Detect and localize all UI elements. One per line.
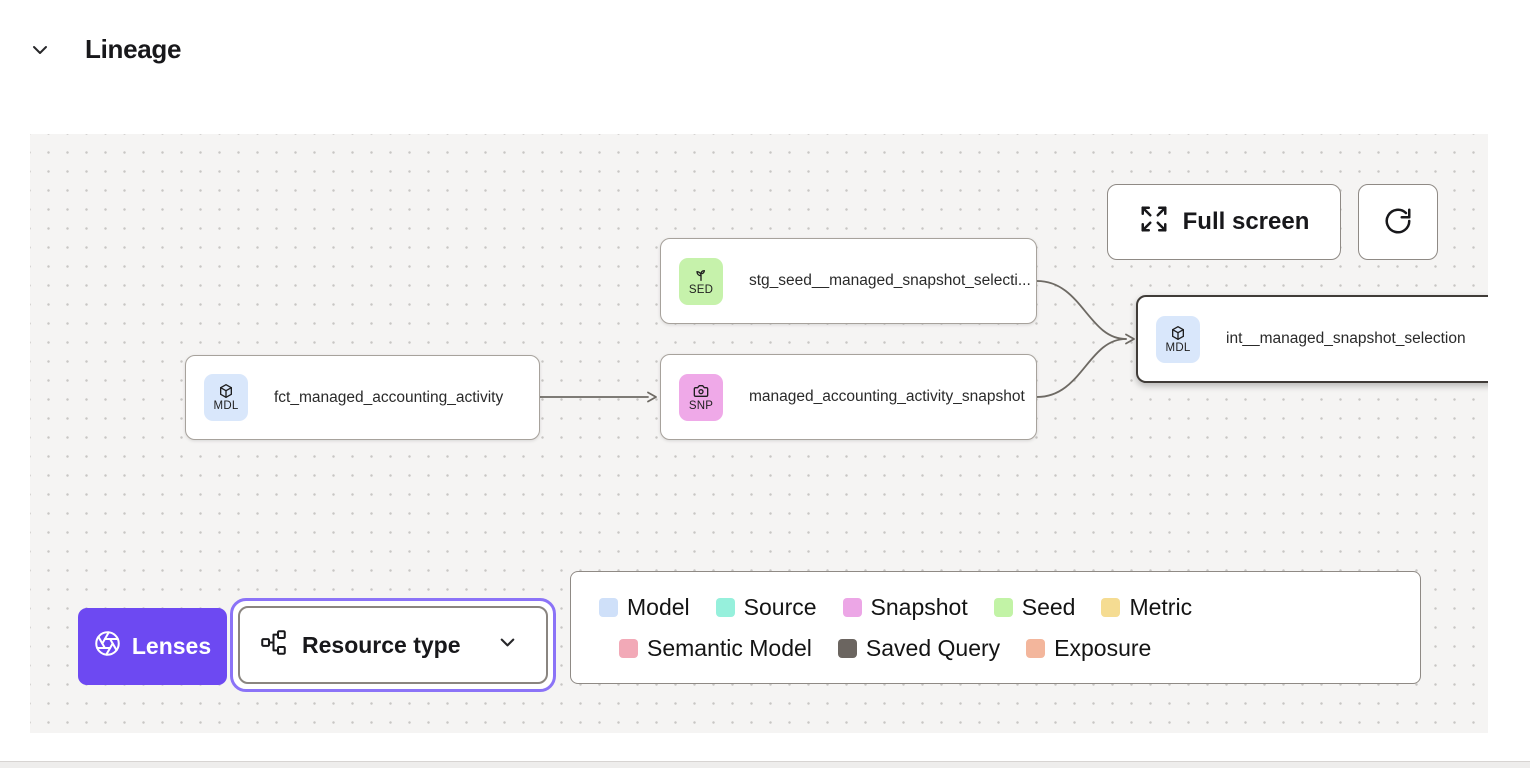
metric-swatch (1101, 598, 1120, 617)
lineage-section-header: Lineage (0, 0, 1530, 100)
chevron-down-icon[interactable] (28, 38, 52, 62)
snapshot-badge: SNP (679, 374, 723, 421)
legend-item-semantic-model: Semantic Model (619, 635, 812, 662)
full-screen-label: Full screen (1183, 208, 1310, 236)
aperture-icon (94, 630, 121, 663)
badge-code: SED (689, 284, 713, 296)
cube-icon (1170, 325, 1186, 341)
hierarchy-icon (260, 629, 287, 662)
legend-row-1: Model Source Snapshot Seed Metric (599, 594, 1392, 621)
badge-code: MDL (214, 400, 239, 412)
legend-item-exposure: Exposure (1026, 635, 1151, 662)
cube-icon (218, 383, 234, 399)
resource-type-dropdown[interactable]: Resource type (238, 606, 548, 684)
node-label: int__managed_snapshot_selection (1226, 330, 1466, 348)
lineage-node-snapshot[interactable]: SNP managed_accounting_activity_snapshot (660, 354, 1037, 440)
refresh-button[interactable] (1358, 184, 1438, 260)
model-badge: MDL (1156, 316, 1200, 363)
seed-swatch (994, 598, 1013, 617)
legend-item-seed: Seed (994, 594, 1076, 621)
legend-item-source: Source (716, 594, 817, 621)
resource-type-focus-ring: Resource type (230, 598, 556, 692)
lineage-canvas[interactable]: Full screen SED stg_seed__managed_snapsh… (30, 134, 1488, 733)
node-label: fct_managed_accounting_activity (274, 389, 503, 407)
chevron-down-icon (496, 631, 519, 660)
full-screen-button[interactable]: Full screen (1107, 184, 1341, 260)
saved-query-swatch (838, 639, 857, 658)
lineage-node-seed[interactable]: SED stg_seed__managed_snapshot_selecti..… (660, 238, 1037, 324)
bottom-divider (0, 761, 1530, 768)
sprout-icon (693, 267, 709, 283)
lenses-button[interactable]: Lenses (78, 608, 227, 685)
lineage-node-fct-model[interactable]: MDL fct_managed_accounting_activity (185, 355, 540, 440)
node-label: managed_accounting_activity_snapshot (749, 388, 1025, 406)
snapshot-swatch (843, 598, 862, 617)
resource-type-legend: Model Source Snapshot Seed Metric Semant… (570, 571, 1421, 684)
semantic-model-swatch (619, 639, 638, 658)
model-swatch (599, 598, 618, 617)
legend-item-metric: Metric (1101, 594, 1192, 621)
lineage-node-int-model-selected[interactable]: MDL int__managed_snapshot_selection (1136, 295, 1488, 383)
legend-item-saved-query: Saved Query (838, 635, 1000, 662)
legend-item-snapshot: Snapshot (843, 594, 968, 621)
legend-item-model: Model (599, 594, 690, 621)
model-badge: MDL (204, 374, 248, 421)
camera-icon (693, 383, 709, 399)
node-label: stg_seed__managed_snapshot_selecti... (749, 272, 1031, 290)
badge-code: MDL (1166, 342, 1191, 354)
lenses-label: Lenses (132, 633, 211, 660)
resource-type-label: Resource type (302, 632, 461, 659)
page-title: Lineage (85, 34, 181, 65)
expand-icon (1139, 204, 1169, 241)
source-swatch (716, 598, 735, 617)
exposure-swatch (1026, 639, 1045, 658)
refresh-icon (1383, 206, 1413, 239)
legend-row-2: Semantic Model Saved Query Exposure (619, 635, 1392, 662)
badge-code: SNP (689, 400, 713, 412)
seed-badge: SED (679, 258, 723, 305)
